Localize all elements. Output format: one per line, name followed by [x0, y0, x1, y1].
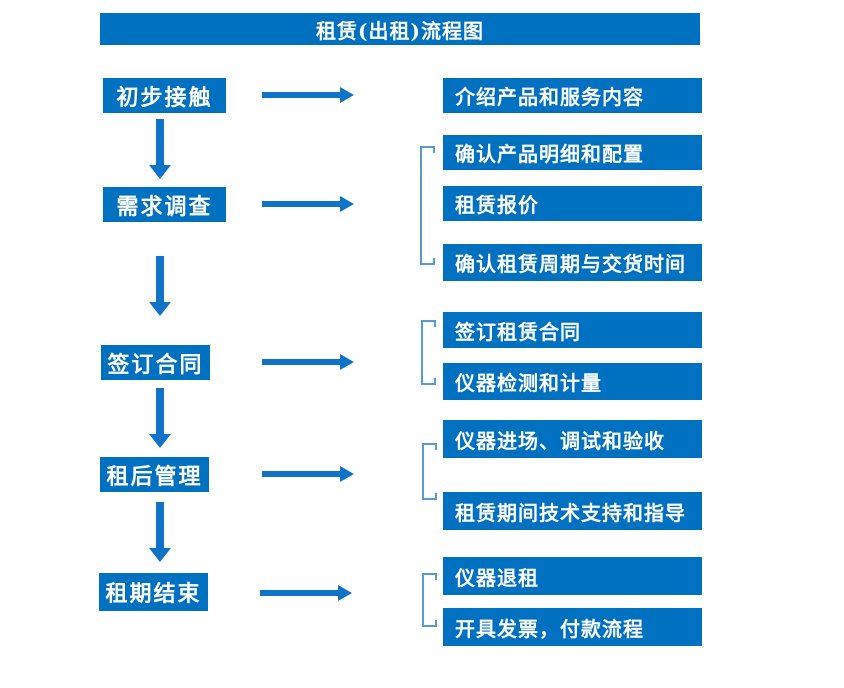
step-box-instrument-inspection: 仪器检测和计量: [443, 363, 702, 400]
arrow-shaft: [262, 359, 340, 365]
arrow-right-3: [262, 354, 354, 370]
arrow-head-down-icon: [149, 434, 171, 448]
stage-box-initial-contact: 初步接触: [103, 78, 226, 113]
arrow-shaft: [156, 119, 164, 166]
arrow-down-3: [149, 388, 171, 448]
step-box-confirm-details-config: 确认产品明细和配置: [443, 135, 702, 170]
arrow-head-right-icon: [340, 196, 354, 212]
arrow-right-5: [260, 585, 352, 601]
arrow-right-4: [262, 466, 354, 482]
stage-box-rental-end: 租期结束: [99, 573, 208, 611]
step-box-invoice-payment: 开具发票，付款流程: [443, 608, 702, 646]
arrow-down-4: [149, 502, 171, 562]
arrow-down-2: [149, 256, 171, 316]
arrow-shaft: [262, 201, 340, 207]
step-box-introduce-products: 介绍产品和服务内容: [443, 78, 702, 113]
step-box-instrument-arrival-acceptance: 仪器进场、调试和验收: [443, 420, 702, 458]
step-box-instrument-return: 仪器退租: [443, 557, 702, 595]
bracket-post-rental-group: [422, 443, 437, 500]
arrow-shaft: [156, 388, 164, 435]
arrow-right-2: [262, 196, 354, 212]
arrow-shaft: [262, 92, 340, 98]
stage-box-post-rental-management: 租后管理: [100, 457, 209, 492]
arrow-head-down-icon: [149, 302, 171, 316]
arrow-head-down-icon: [149, 548, 171, 562]
arrow-head-right-icon: [338, 585, 352, 601]
bracket-rental-end-group: [422, 573, 437, 627]
arrow-head-right-icon: [340, 354, 354, 370]
arrow-shaft: [156, 256, 164, 303]
arrow-right-1: [262, 87, 354, 103]
arrow-shaft: [156, 502, 164, 549]
bracket-contract-group: [421, 320, 436, 385]
flowchart-title: 租赁(出租)流程图: [100, 13, 700, 45]
stage-box-contract-signing: 签订合同: [101, 345, 210, 380]
arrow-down-1: [149, 119, 171, 179]
arrow-shaft: [260, 590, 338, 596]
step-box-confirm-period-delivery: 确认租赁周期与交货时间: [443, 244, 702, 281]
step-box-sign-rental-contract: 签订租赁合同: [443, 312, 702, 348]
arrow-head-down-icon: [149, 165, 171, 179]
arrow-shaft: [262, 471, 340, 477]
step-box-technical-support: 租赁期间技术支持和指导: [443, 492, 702, 530]
stage-box-demand-survey: 需求调查: [103, 187, 226, 222]
step-box-rental-quote: 租赁报价: [443, 186, 702, 221]
arrow-head-right-icon: [340, 466, 354, 482]
arrow-head-right-icon: [340, 87, 354, 103]
bracket-demand-survey-group: [420, 146, 435, 265]
